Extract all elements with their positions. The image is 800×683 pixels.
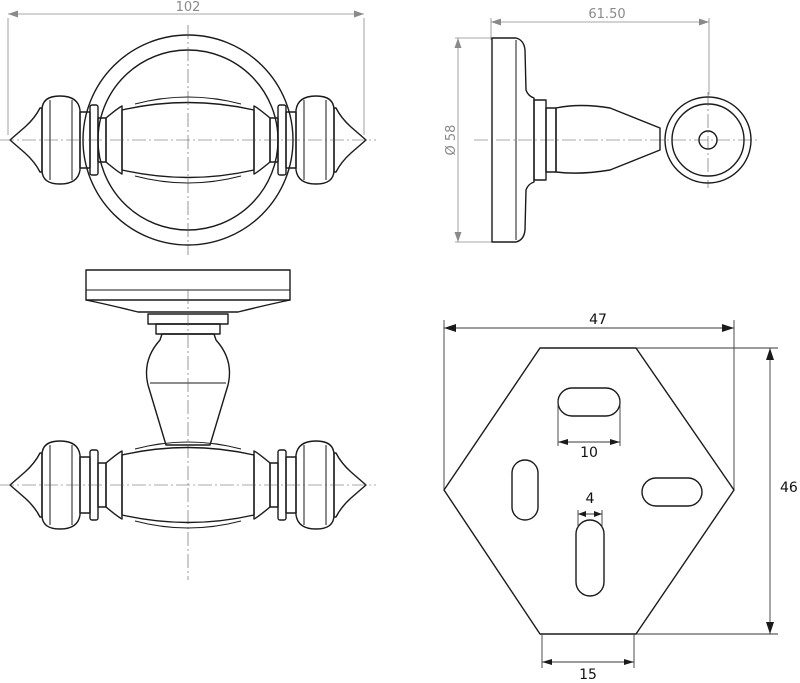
bottom-view	[0, 269, 376, 580]
front-barrel	[121, 101, 255, 179]
slot-right	[641, 477, 703, 507]
side-view: 61.50 Ø 58	[444, 7, 760, 243]
side-backplate	[491, 37, 535, 243]
slot-top	[557, 387, 621, 417]
mounting-plate-view: 47 46 10 4 15	[443, 312, 798, 683]
hexagon-plate	[443, 347, 735, 635]
dim-46-label: 46	[780, 480, 798, 496]
dim-47-label: 47	[589, 312, 607, 328]
dim-diameter-58-label: Ø 58	[444, 125, 459, 156]
dim-4-label: 4	[586, 491, 595, 507]
dim-10-label: 10	[580, 445, 598, 461]
dim-15-label: 15	[579, 667, 597, 683]
dim-61-50-label: 61.50	[588, 7, 625, 22]
front-view: 102	[0, 0, 376, 255]
slot-left	[511, 459, 539, 521]
dim-102-label: 102	[176, 0, 201, 15]
slot-center	[575, 519, 605, 597]
